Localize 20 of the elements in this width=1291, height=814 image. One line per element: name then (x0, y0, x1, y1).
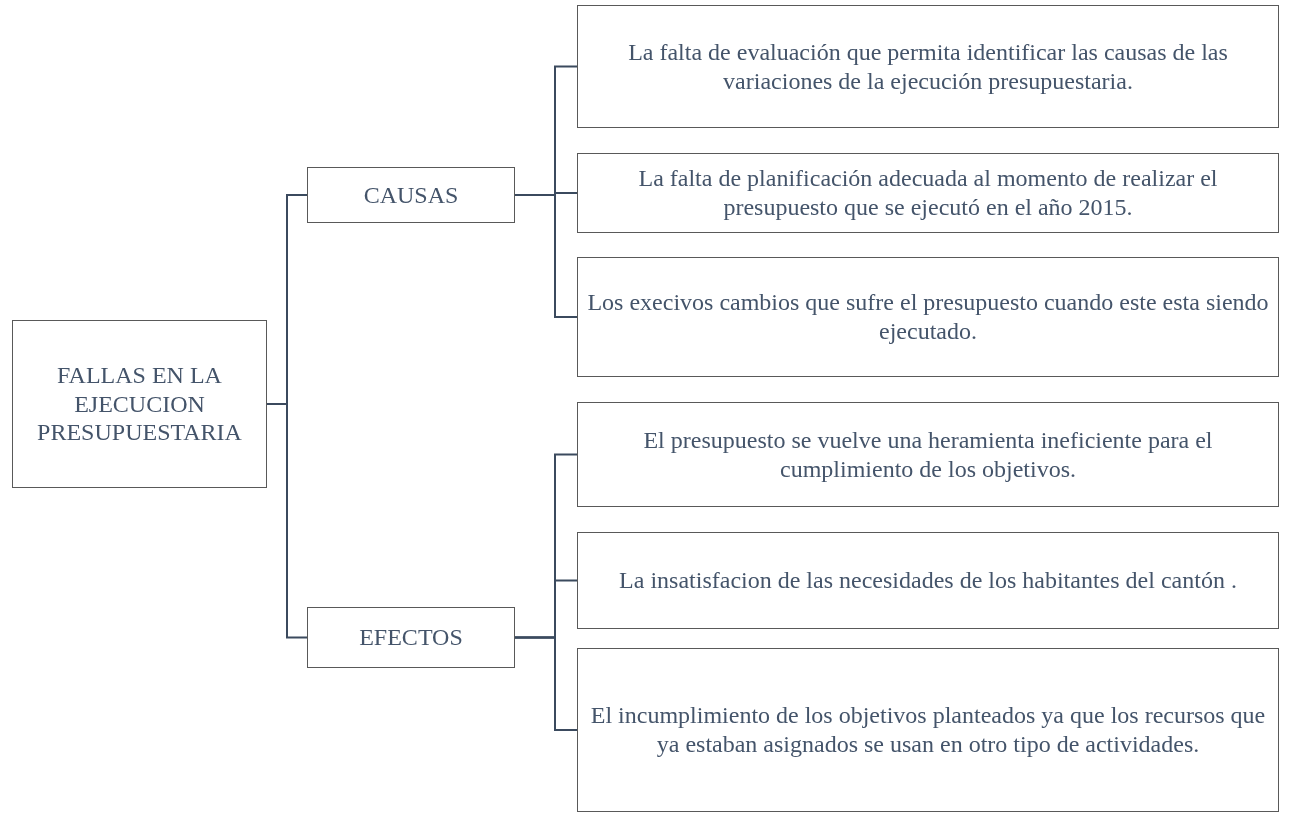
text-box (577, 402, 1279, 507)
node-text: La falta de evaluación que permita identificar las causas de las variaciones de la ejecución presupuestaria. (627, 37, 1229, 96)
node-text: El incumplimiento de los objetivos planteados ya que los recursos que ya estaban asignados se usan en otro tipo de actividades. (589, 701, 1267, 759)
node-text: CAUSAS (363, 180, 459, 210)
category-box (307, 607, 515, 668)
text-box (577, 532, 1279, 629)
node-text: La falta de planificación adecuada al momento de realizar el presupuesto que se ejecutó en el año 2015. (637, 164, 1219, 222)
node-text: Los execivos cambios que sufre el presupuesto cuando este esta siendo ejecutado. (586, 288, 1270, 346)
root-box (12, 320, 267, 488)
text-box (577, 648, 1279, 812)
text-box (577, 5, 1279, 128)
connector-line (514, 636, 578, 731)
node-text: La insatisfacion de las necesidades de los habitantes del cantón . (619, 566, 1237, 595)
text-box (577, 153, 1279, 233)
category-box (307, 167, 515, 223)
text-box (577, 257, 1279, 377)
node-text: EFECTOS (359, 623, 463, 652)
connector-line (514, 194, 578, 318)
node-text: FALLAS EN LA EJECUCION PRESUPUESTARIA (36, 360, 243, 448)
node-text: El presupuesto se vuelve una heramienta ineficiente para el cumplimiento de los objetivos. (642, 425, 1214, 484)
